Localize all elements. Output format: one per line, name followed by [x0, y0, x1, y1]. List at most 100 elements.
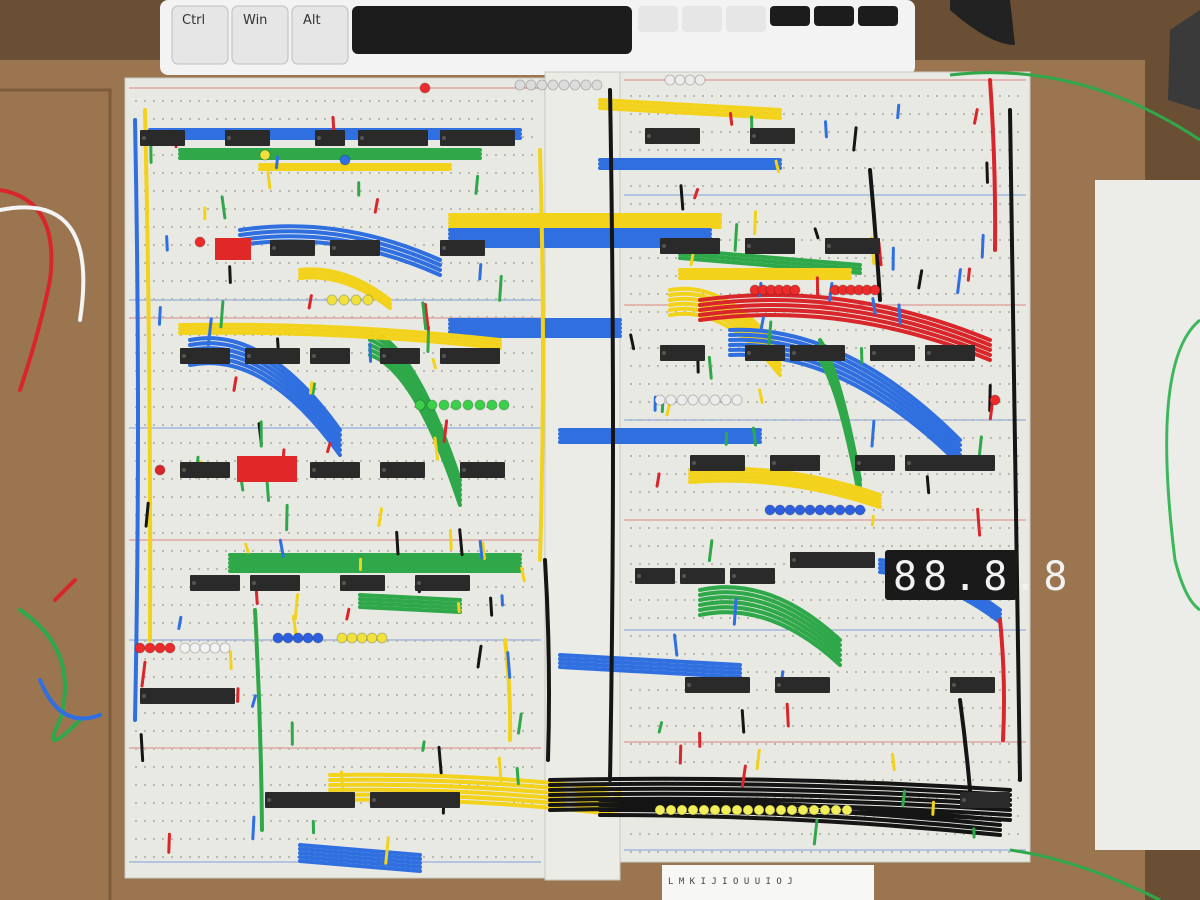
- breadboard-hole: [486, 604, 488, 606]
- breadboard-hole: [630, 635, 632, 637]
- breadboard-hole: [432, 532, 434, 534]
- breadboard-hole: [279, 622, 281, 624]
- breadboard-hole: [684, 599, 686, 601]
- breadboard-hole: [234, 712, 236, 714]
- bottom-note-text: L M K I J I O U U I O J: [668, 877, 793, 887]
- ic-notch: [267, 798, 271, 802]
- breadboard-hole: [162, 172, 164, 174]
- ic-chip: [310, 462, 360, 478]
- breadboard-hole: [297, 712, 299, 714]
- breadboard-hole: [486, 190, 488, 192]
- breadboard-hole: [882, 95, 884, 97]
- breadboard-hole: [801, 401, 803, 403]
- breadboard-hole: [693, 653, 695, 655]
- breadboard-hole: [225, 712, 227, 714]
- breadboard-hole: [783, 833, 785, 835]
- breadboard-hole: [738, 761, 740, 763]
- breadboard-hole: [666, 743, 668, 745]
- breadboard-hole: [162, 514, 164, 516]
- breadboard-hole: [234, 118, 236, 120]
- breadboard-hole: [342, 424, 344, 426]
- breadboard-hole: [981, 95, 983, 97]
- breadboard-hole: [180, 172, 182, 174]
- breadboard-hole: [459, 712, 461, 714]
- breadboard-hole: [909, 473, 911, 475]
- breadboard-hole: [693, 365, 695, 367]
- breadboard-hole: [756, 707, 758, 709]
- breadboard-hole: [288, 604, 290, 606]
- breadboard-hole: [468, 550, 470, 552]
- breadboard-hole: [234, 280, 236, 282]
- breadboard-hole: [297, 370, 299, 372]
- breadboard-hole: [144, 532, 146, 534]
- ic-notch: [182, 354, 186, 358]
- breadboard-hole: [297, 676, 299, 678]
- breadboard-hole: [900, 167, 902, 169]
- breadboard-hole: [513, 820, 515, 822]
- breadboard-hole: [333, 532, 335, 534]
- breadboard-hole: [882, 671, 884, 673]
- breadboard-hole: [423, 658, 425, 660]
- breadboard-hole: [351, 694, 353, 696]
- breadboard-hole: [810, 743, 812, 745]
- breadboard-hole: [333, 730, 335, 732]
- breadboard-hole: [243, 514, 245, 516]
- breadboard-hole: [459, 820, 461, 822]
- breadboard-hole: [324, 208, 326, 210]
- led-yellow: [356, 632, 368, 644]
- led-white: [580, 79, 592, 91]
- breadboard-hole: [648, 545, 650, 547]
- breadboard-hole: [999, 851, 1001, 853]
- short-jumper: [774, 159, 781, 174]
- breadboard-hole: [864, 743, 866, 745]
- breadboard-hole: [144, 820, 146, 822]
- breadboard-hole: [738, 851, 740, 853]
- breadboard-hole: [207, 604, 209, 606]
- ic-notch: [252, 581, 256, 585]
- breadboard-hole: [648, 527, 650, 529]
- breadboard-hole: [999, 401, 1001, 403]
- breadboard-hole: [954, 257, 956, 259]
- breadboard-hole: [216, 460, 218, 462]
- breadboard-hole: [531, 604, 533, 606]
- breadboard-hole: [441, 694, 443, 696]
- breadboard-hole: [531, 262, 533, 264]
- ic-chip: [460, 462, 505, 478]
- short-jumper: [448, 528, 453, 551]
- breadboard-hole: [360, 532, 362, 534]
- breadboard-hole: [900, 149, 902, 151]
- breadboard-hole: [945, 401, 947, 403]
- breadboard-hole: [531, 118, 533, 120]
- breadboard-hole: [747, 851, 749, 853]
- ic-chip: [745, 345, 785, 361]
- ic-notch: [342, 581, 346, 585]
- breadboard-hole: [801, 383, 803, 385]
- breadboard-hole: [315, 496, 317, 498]
- breadboard-hole: [468, 676, 470, 678]
- breadboard-hole: [855, 401, 857, 403]
- short-jumper: [478, 263, 483, 281]
- breadboard-hole: [666, 527, 668, 529]
- breadboard-hole: [720, 383, 722, 385]
- breadboard-hole: [801, 725, 803, 727]
- breadboard-hole: [477, 262, 479, 264]
- breadboard-hole: [225, 820, 227, 822]
- breadboard-hole: [441, 424, 443, 426]
- breadboard-hole: [360, 388, 362, 390]
- breadboard-hole: [432, 856, 434, 858]
- breadboard-hole: [675, 599, 677, 601]
- breadboard-hole: [225, 100, 227, 102]
- breadboard-hole: [504, 676, 506, 678]
- breadboard-hole: [639, 95, 641, 97]
- breadboard-hole: [711, 833, 713, 835]
- short-jumper: [219, 300, 225, 329]
- led-white: [698, 394, 710, 406]
- led-blue: [312, 632, 324, 644]
- breadboard-hole: [981, 365, 983, 367]
- breadboard-hole: [891, 113, 893, 115]
- breadboard-hole: [234, 334, 236, 336]
- breadboard-hole: [153, 532, 155, 534]
- ic-notch: [872, 351, 876, 355]
- led-white: [525, 79, 537, 91]
- breadboard-hole: [207, 712, 209, 714]
